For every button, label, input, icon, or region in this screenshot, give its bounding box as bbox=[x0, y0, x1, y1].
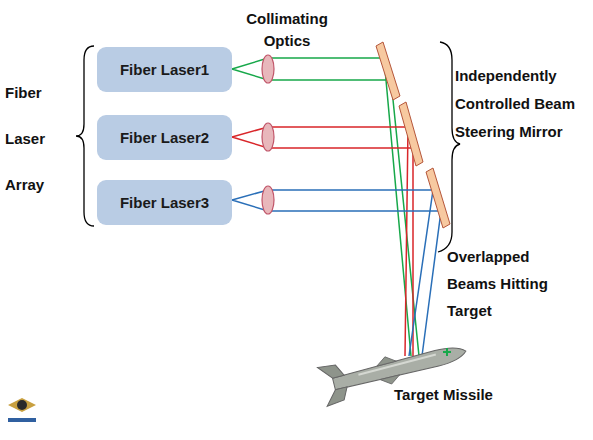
beams-label: Overlapped Beams Hitting Target bbox=[447, 243, 569, 324]
laser-name: Fiber Laser2 bbox=[120, 129, 209, 146]
target-label: Target Missile bbox=[394, 385, 524, 405]
array-label: Fiber Laser Array bbox=[5, 70, 53, 208]
collimating-lenses bbox=[262, 55, 274, 214]
laser-box: Fiber Laser3 bbox=[97, 180, 232, 225]
steering-mirrors bbox=[376, 42, 450, 228]
left-brace bbox=[76, 46, 94, 226]
laser-box: Fiber Laser2 bbox=[97, 115, 232, 160]
laser-name: Fiber Laser3 bbox=[120, 194, 209, 211]
laser-name: Fiber Laser1 bbox=[120, 61, 209, 78]
hit-marker bbox=[443, 348, 451, 356]
laser-beams bbox=[232, 58, 441, 356]
mirror-label: Independently Controlled Beam Steering M… bbox=[455, 62, 589, 146]
watermark-logo bbox=[8, 398, 36, 422]
optics-label: Collimating Optics bbox=[232, 8, 342, 52]
laser-box: Fiber Laser1 bbox=[97, 47, 232, 92]
